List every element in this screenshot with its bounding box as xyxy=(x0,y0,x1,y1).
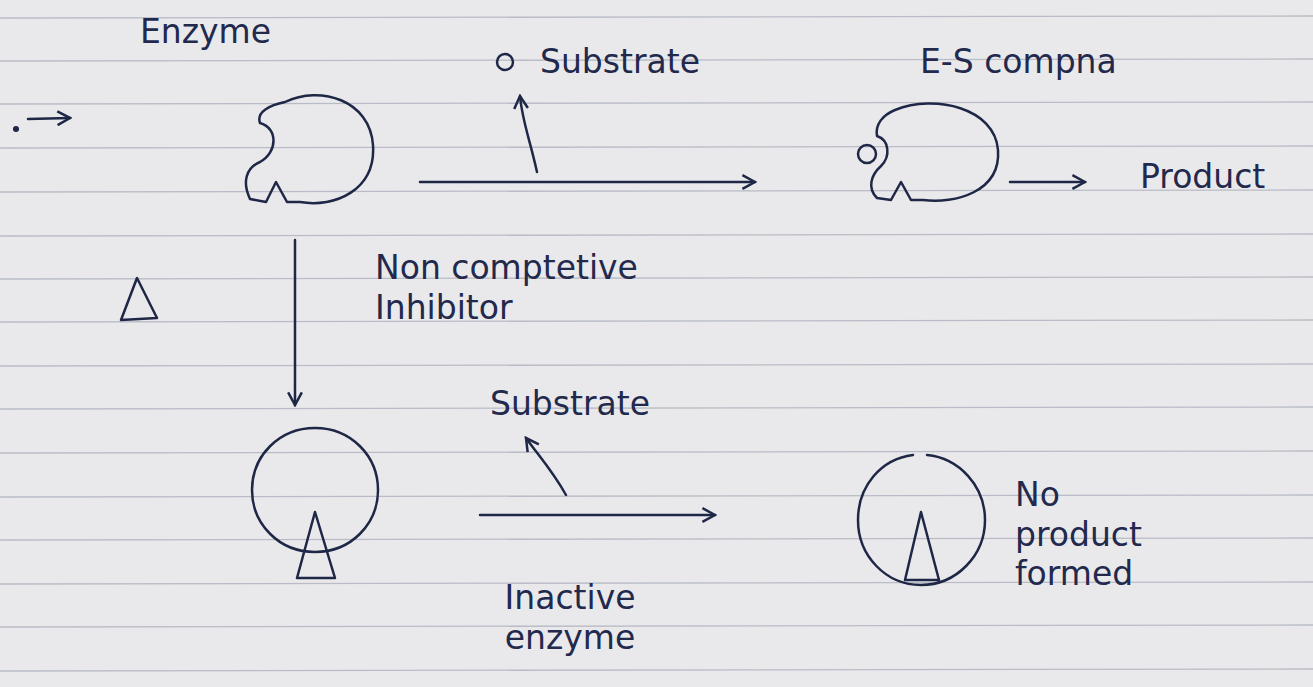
shape-outline xyxy=(855,450,990,590)
product-arrow xyxy=(1010,181,1085,184)
pointer-arrow xyxy=(526,438,566,495)
reaction-arrow xyxy=(294,240,297,405)
substrate-symbol xyxy=(497,54,513,70)
reaction-arrow xyxy=(420,181,755,184)
bullet-arrow xyxy=(28,118,70,119)
node-heading: No product formed xyxy=(1015,475,1180,594)
outline-path xyxy=(252,428,378,578)
enzyme-shape: Enzyme xyxy=(240,90,375,205)
edge-label: Substrate xyxy=(540,42,800,82)
shape-outline xyxy=(855,100,1000,200)
node-heading: E-S compna xyxy=(920,42,1200,82)
note-label: Product xyxy=(1140,157,1300,197)
edge-label: Substrate xyxy=(490,384,750,424)
ruled-lines xyxy=(0,16,1313,671)
outline-path xyxy=(858,455,985,585)
shape-outline xyxy=(240,90,375,205)
shape-outline xyxy=(245,420,385,580)
bullet-dot xyxy=(14,127,18,131)
enzyme-substrate-complex: E-S compna xyxy=(855,100,1000,200)
edge-label: Non comptetive Inhibitor xyxy=(375,248,715,327)
bound-substrate xyxy=(858,145,876,163)
pointer-arrow xyxy=(520,96,537,172)
inactive-enzyme: Inactive enzyme xyxy=(245,420,385,580)
inhibitor-symbol xyxy=(121,278,157,320)
node-heading: Inactive enzyme xyxy=(470,578,670,657)
reaction-arrow xyxy=(480,514,715,517)
blocked-enzyme: No product formed xyxy=(855,450,990,590)
outline-path xyxy=(871,104,998,201)
outline-path xyxy=(246,95,373,203)
node-heading: Enzyme xyxy=(140,12,380,52)
